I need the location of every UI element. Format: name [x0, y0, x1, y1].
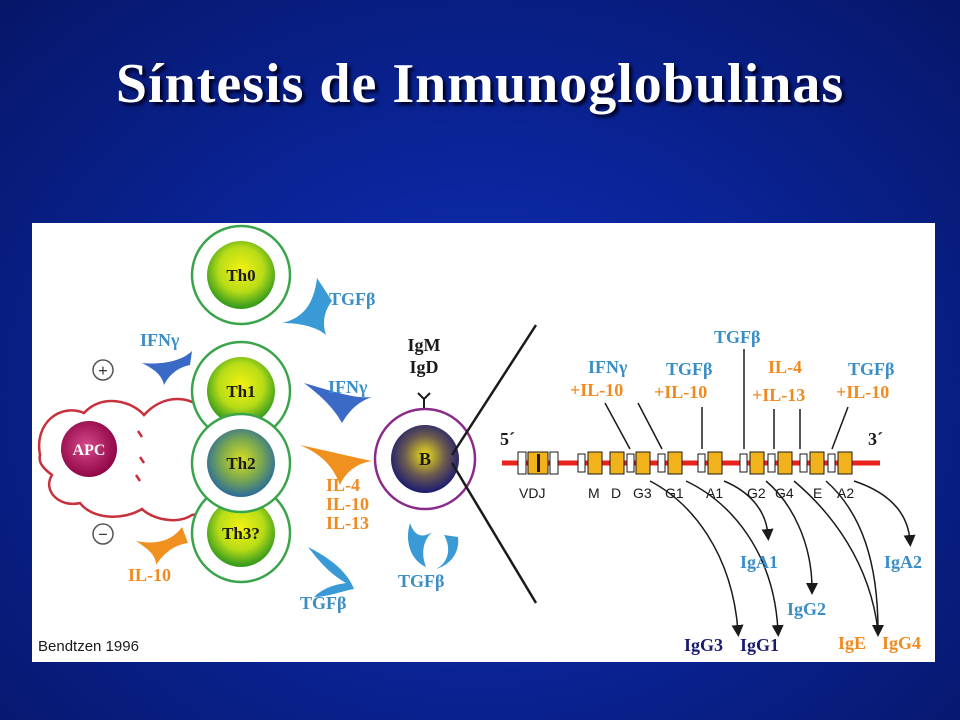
- segment-m: M: [588, 485, 600, 501]
- source-credit: Bendtzen 1996: [38, 638, 139, 655]
- arrow-to-iga2: [853, 480, 916, 547]
- signal-1-line-1: IFNγ: [588, 357, 628, 377]
- exon-g1: [667, 451, 683, 475]
- segment-g1: G1: [665, 485, 684, 501]
- plus-sign: [92, 359, 114, 381]
- diagram-panel: APC + − Th0 Th1 Th3? Th2 TGFβ IFNγ IFNγ …: [32, 223, 935, 662]
- th0-label: Th0: [226, 266, 255, 285]
- exon-vdj-3: [549, 451, 559, 475]
- signal-5-line-2: +IL-10: [836, 382, 889, 402]
- signal-5-line-1: TGFβ: [848, 359, 895, 379]
- signal-3: TGFβ: [714, 327, 761, 347]
- product-igg3: IgG3: [684, 635, 723, 655]
- th3-cell: Th3?: [190, 482, 292, 584]
- product-iga2: IgA2: [884, 552, 922, 572]
- il10-label: IL-10: [326, 494, 369, 514]
- th0-cell: Th0: [190, 224, 292, 326]
- arrow-to-igg1: [685, 480, 784, 637]
- switch-region-boxes: [577, 453, 836, 473]
- signal-2-line-1: TGFβ: [666, 359, 713, 379]
- segment-e: E: [813, 485, 822, 501]
- segment-g4: G4: [775, 485, 794, 501]
- exon-vdj-1: [517, 451, 527, 475]
- exon-g2: [749, 451, 765, 475]
- product-igg1: IgG1: [740, 635, 779, 655]
- segment-vdj: VDJ: [519, 485, 545, 501]
- segment-a2: A2: [837, 485, 854, 501]
- product-ige: IgE: [838, 633, 866, 653]
- th2-label: Th2: [226, 454, 255, 473]
- product-igg2: IgG2: [787, 599, 826, 619]
- zoom-line-bottom: [450, 462, 538, 604]
- exon-m: [587, 451, 603, 475]
- exon-d: [609, 451, 625, 475]
- segment-g3: G3: [633, 485, 652, 501]
- th3-label: Th3?: [222, 524, 260, 543]
- th1-label: Th1: [226, 382, 255, 401]
- b-label: B: [419, 449, 431, 469]
- ifng-arrow-apc: [142, 351, 192, 385]
- arrow-to-ige: [825, 480, 884, 637]
- segment-a1: A1: [706, 485, 723, 501]
- minus-sign-label: −: [98, 525, 108, 544]
- tgfb-label-th0: TGFβ: [329, 289, 376, 309]
- tgfb-label-th3: TGFβ: [300, 593, 347, 613]
- exon-g4: [777, 451, 793, 475]
- arrow-to-igg4: [793, 480, 879, 632]
- apc-nucleus: [61, 421, 117, 477]
- tgfb-arrow-th3: [308, 547, 354, 597]
- signal-4-line-2: +IL-13: [752, 385, 805, 405]
- plus-sign-label: +: [98, 361, 108, 380]
- ifng-label-th1: IFNγ: [328, 377, 368, 397]
- signal-4-line-1: IL-4: [768, 357, 802, 377]
- signal-2-line-2: +IL-10: [654, 382, 707, 402]
- segment-g2: G2: [747, 485, 766, 501]
- il13-label: IL-13: [326, 513, 369, 533]
- arrow-to-iga1: [723, 480, 774, 541]
- apc-mhc-marks: [134, 430, 146, 482]
- arrow-to-igg2: [765, 480, 818, 595]
- ifng-label-apc: IFNγ: [140, 330, 180, 350]
- exon-boxes: [517, 451, 853, 475]
- zoom-line-top: [450, 324, 538, 456]
- segment-d: D: [611, 485, 621, 501]
- signal-1-line-2: +IL-10: [570, 380, 623, 400]
- th2-cell: Th2: [190, 412, 292, 514]
- b-cell: B: [373, 407, 477, 511]
- exon-e: [809, 451, 825, 475]
- il10-arrow-apc: [136, 527, 188, 565]
- class-switch-arrows: [649, 480, 916, 637]
- signal-pointer-lines: [604, 349, 849, 450]
- immunoglobulin-synthesis-diagram: APC + − Th0 Th1 Th3? Th2 TGFβ IFNγ IFNγ …: [37, 224, 922, 655]
- igm-label: IgM: [408, 335, 441, 355]
- arrow-to-igg3: [649, 480, 744, 637]
- th1-cell: Th1: [190, 340, 292, 442]
- il10-label-apc: IL-10: [128, 565, 171, 585]
- five-prime-label: 5´: [500, 429, 515, 449]
- ifng-arrow-th1: [304, 383, 372, 423]
- apc-label: APC: [73, 442, 106, 459]
- tgfb-arrow-b: [407, 523, 459, 569]
- antibody-receptor-icon: [417, 392, 431, 409]
- igd-label: IgD: [409, 357, 438, 377]
- exon-a1: [707, 451, 723, 475]
- minus-sign: [92, 523, 114, 545]
- tgfb-label-b: TGFβ: [398, 571, 445, 591]
- product-igg4: IgG4: [882, 633, 921, 653]
- il4-label: IL-4: [326, 475, 360, 495]
- slide-title: Síntesis de Inmunoglobulinas: [115, 53, 845, 115]
- vdj-marker: [537, 454, 540, 472]
- product-iga1: IgA1: [740, 552, 778, 572]
- exon-a2: [837, 451, 853, 475]
- tgfb-arrow-th0: [282, 278, 332, 335]
- three-prime-label: 3´: [868, 429, 883, 449]
- il-arrow-th2: [300, 445, 372, 485]
- exon-g3: [635, 451, 651, 475]
